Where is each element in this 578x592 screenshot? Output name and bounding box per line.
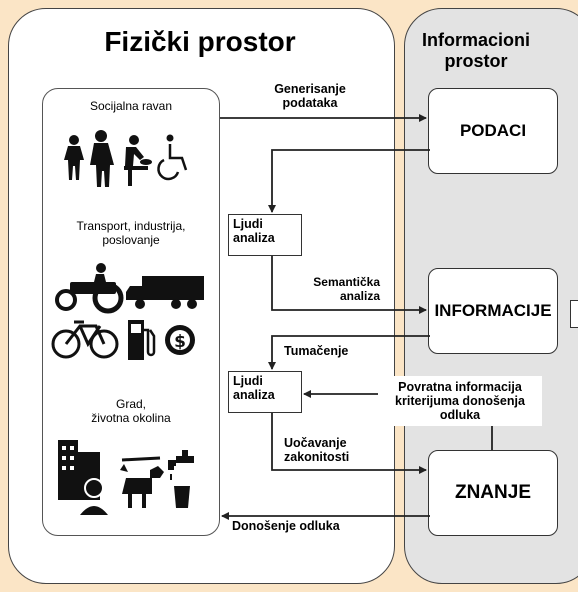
information-space-title: Informacioni prostor bbox=[421, 30, 530, 71]
people-icon bbox=[64, 130, 114, 187]
pattern-discovery-label: Uočavanje zakonitosti bbox=[284, 436, 350, 465]
edge-feedback bbox=[304, 394, 493, 450]
social-plane-label: Socijalna ravan bbox=[89, 99, 173, 113]
baby-changing-icon bbox=[124, 135, 152, 186]
physical-space-title: Fizički prostor bbox=[104, 26, 296, 57]
wheelchair-icon bbox=[157, 134, 188, 181]
truck-icon bbox=[126, 276, 204, 309]
semantic-analysis-label: Semantička analiza bbox=[313, 275, 380, 303]
dog-walker-icon bbox=[120, 456, 164, 508]
info-side-stub bbox=[570, 300, 578, 328]
edge-pattern-discovery bbox=[271, 413, 427, 474]
edge-semantic-analysis bbox=[271, 256, 427, 314]
bicycle-icon bbox=[51, 320, 119, 359]
knowledge-node: ZNANJE bbox=[428, 450, 558, 536]
city-label: Grad, životna okolina bbox=[91, 397, 171, 425]
dollar-coin-icon: $ bbox=[165, 325, 195, 355]
transport-label: Transport, industrija, poslovanje bbox=[76, 219, 186, 247]
data-node: PODACI bbox=[428, 88, 558, 174]
feedback-label: Povratna informacija kriterijuma donošen… bbox=[378, 376, 542, 426]
interpretation-label: Tumačenje bbox=[284, 344, 349, 358]
data-generation-label: Generisanje podataka bbox=[274, 82, 346, 111]
information-node: INFORMACIJE bbox=[428, 268, 558, 354]
water-tap-icon bbox=[168, 450, 194, 508]
decision-making-label: Donošenje odluka bbox=[232, 519, 340, 533]
people-analysis-box-2: Ljudi analiza bbox=[228, 371, 302, 413]
tractor-icon bbox=[55, 263, 124, 314]
city-person-icon bbox=[58, 440, 112, 517]
fuel-pump-icon bbox=[128, 320, 156, 360]
edge-data-to-analysis bbox=[268, 149, 430, 213]
edge-interpretation bbox=[268, 335, 430, 370]
people-analysis-box-1: Ljudi analiza bbox=[228, 214, 302, 256]
svg-text:$: $ bbox=[174, 332, 186, 352]
